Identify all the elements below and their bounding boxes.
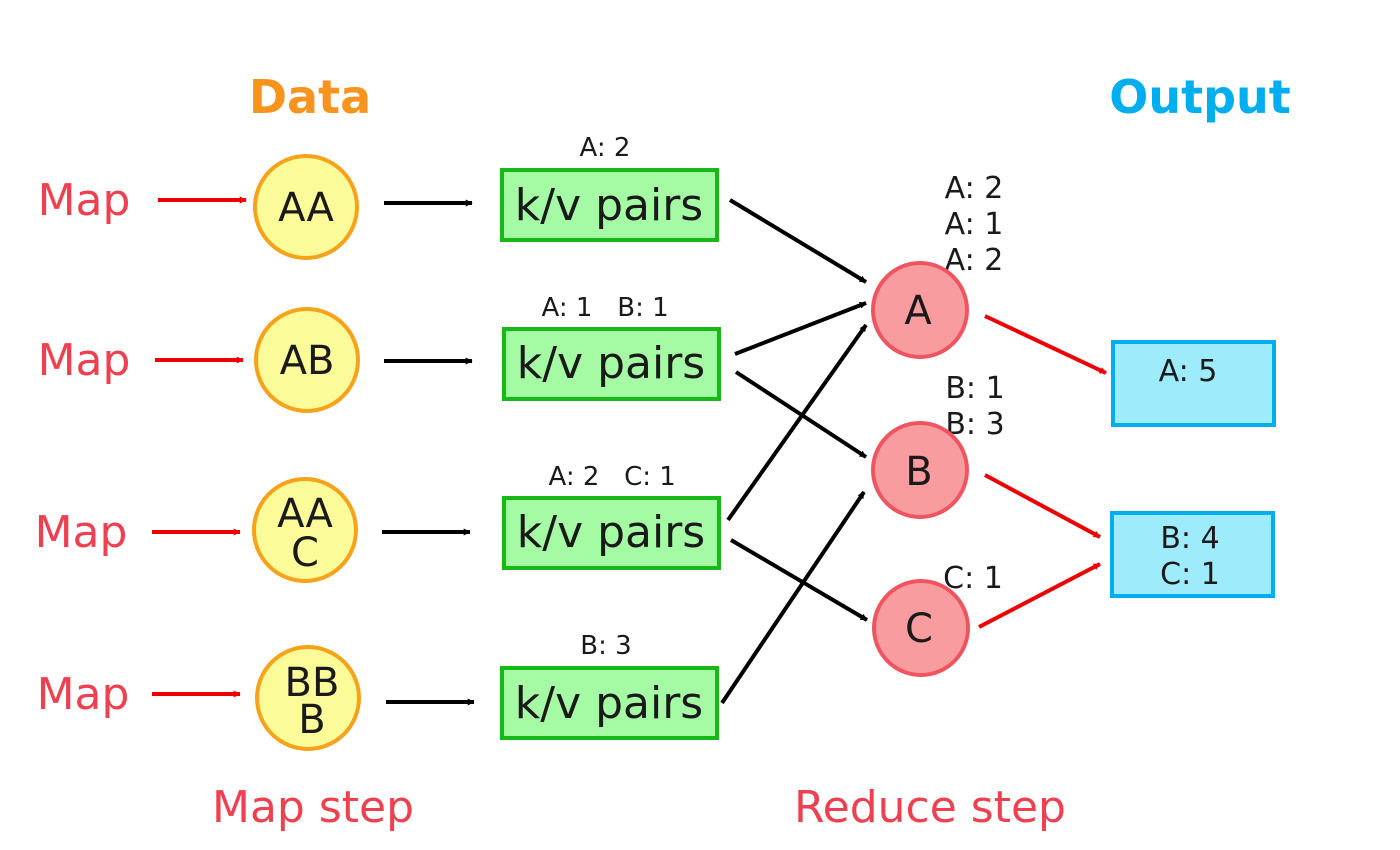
kv-box-3: k/v pairs (502, 496, 721, 570)
output-value-label: A: 5 (1159, 354, 1218, 389)
reducer-node-a: A (871, 261, 969, 359)
input-node-2: AB (254, 307, 360, 413)
kv-box-label: k/v pairs (515, 678, 703, 729)
kv-pair-label: C: 1 (624, 462, 676, 492)
kv-box-2: k/v pairs (502, 327, 721, 401)
input-node-label: AA (277, 491, 333, 537)
input-node-label: C (291, 530, 319, 576)
output-value-label: C: 1 (1160, 557, 1220, 592)
reducer-node-label: B (905, 449, 932, 495)
kv-pair-label: A: 1 (542, 293, 593, 323)
output-arrow-c (978, 562, 1101, 629)
map-label-1: Map (38, 175, 131, 226)
shuffle-arrow-kv4-to-b (720, 490, 866, 705)
input-node-label: AA (278, 185, 334, 231)
input-node-1: AA (253, 154, 359, 260)
kv-box-label: k/v pairs (515, 180, 703, 231)
map-label-4: Map (37, 669, 130, 720)
reduce-step-label: Reduce step (794, 782, 1066, 833)
reducer-value-label: C: 1 (943, 561, 1003, 596)
kv-box-label: k/v pairs (517, 338, 705, 389)
kv-pair-label: A: 2 (580, 133, 631, 163)
output-arrow-a (984, 314, 1107, 375)
shuffle-arrow-kv1-to-a (728, 198, 868, 284)
reducer-value-label: A: 2 (945, 171, 1004, 206)
output-box-2: B: 4 C: 1 (1110, 511, 1275, 598)
input-node-4: BB B (255, 645, 361, 751)
input-node-label: BB (285, 660, 340, 706)
reducer-value-label: A: 1 (945, 207, 1004, 242)
shuffle-arrow-kv2-to-a (734, 301, 867, 356)
shuffle-arrow-kv3-to-a (726, 323, 868, 522)
map-label-2: Map (38, 335, 131, 386)
reducer-value-label: B: 1 (945, 371, 1004, 406)
input-node-label: AB (280, 338, 335, 384)
reducer-node-c: C (872, 579, 970, 677)
map-label-3: Map (35, 507, 128, 558)
reducer-node-b: B (871, 421, 969, 519)
kv-box-label: k/v pairs (517, 507, 705, 558)
shuffle-arrow-kv3-to-c (729, 538, 869, 622)
kv-pair-label: B: 1 (617, 293, 668, 323)
input-node-label: B (298, 697, 325, 743)
kv-pair-label: B: 3 (580, 631, 631, 661)
kv-box-4: k/v pairs (500, 666, 719, 740)
output-header: Output (1109, 70, 1291, 124)
reducer-value-label: A: 2 (945, 243, 1004, 278)
output-arrow-b (984, 473, 1101, 539)
output-value-label: B: 4 (1160, 521, 1219, 556)
input-node-3: AA C (252, 477, 358, 583)
kv-box-1: k/v pairs (500, 168, 719, 242)
kv-pair-label: A: 2 (549, 462, 600, 492)
map-step-label: Map step (212, 782, 414, 833)
reducer-node-label: A (904, 288, 932, 334)
data-header: Data (249, 70, 371, 124)
reducer-node-label: C (905, 606, 933, 652)
output-box-1: A: 5 (1111, 340, 1276, 427)
